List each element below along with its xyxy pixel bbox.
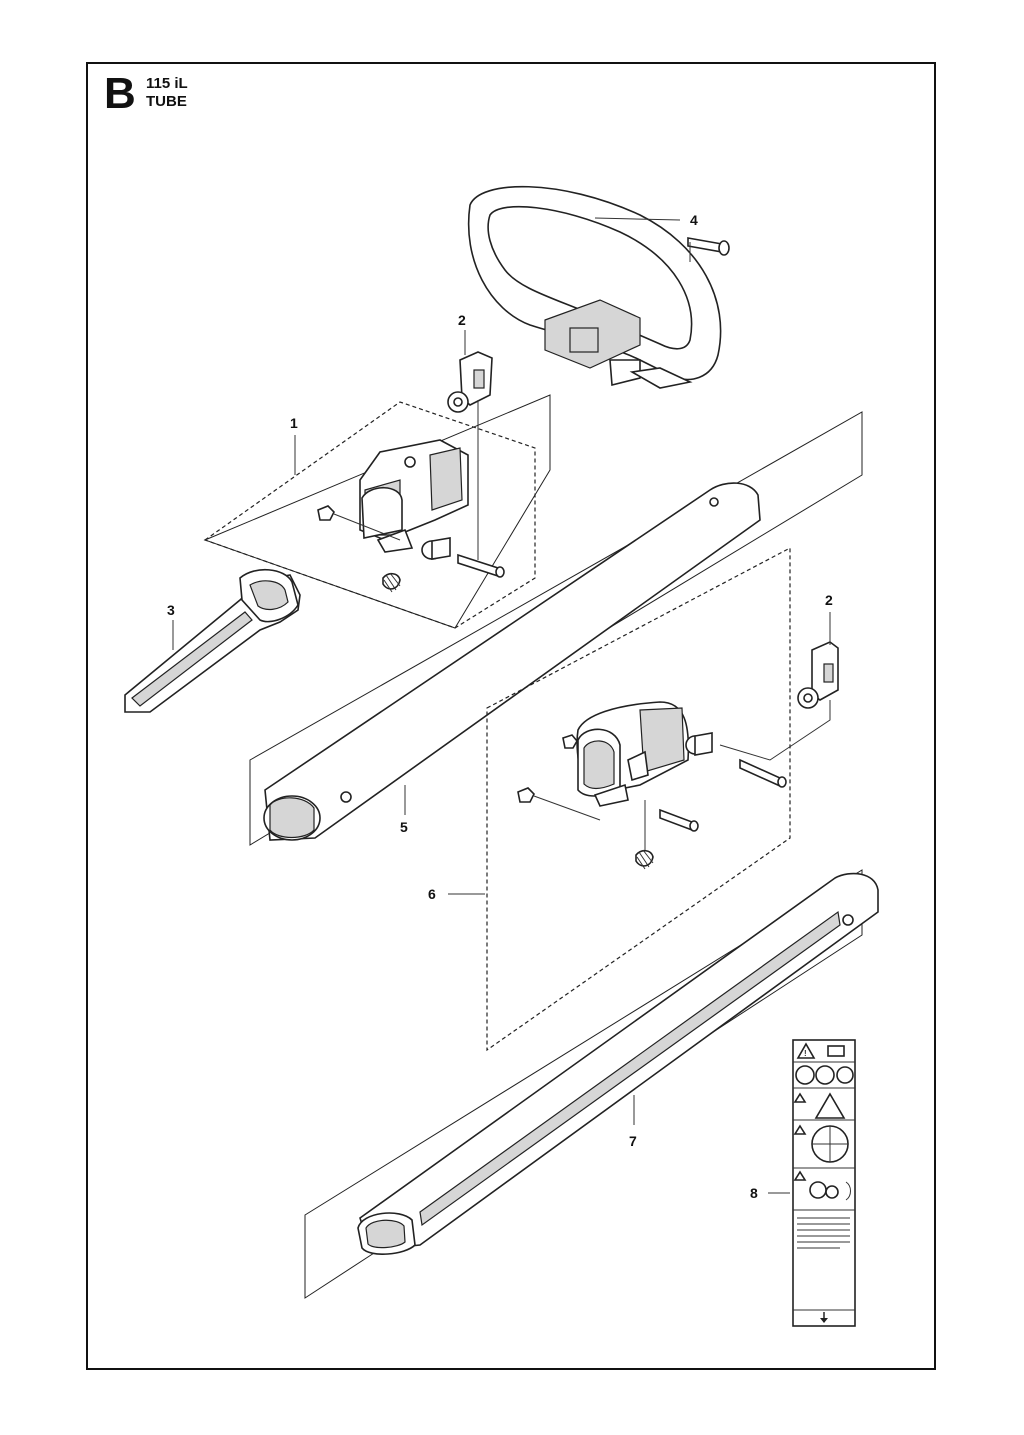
clip-part-upper xyxy=(447,351,493,413)
assembly-6-dashed-box xyxy=(486,547,791,1052)
spring-part-6 xyxy=(635,800,654,870)
clip-2b-to-sleeve-line xyxy=(719,700,831,761)
spring-part-1 xyxy=(382,572,401,593)
handle-bracket-part-6 xyxy=(576,701,690,807)
stop-key-icon xyxy=(809,1181,827,1199)
screw-part-6b xyxy=(659,808,699,832)
assembly-1-dashed-box xyxy=(203,401,536,629)
section-title: TUBE xyxy=(146,93,187,110)
screw-part-1 xyxy=(457,553,505,578)
clip-part-lower xyxy=(797,641,839,709)
sleeve-part-6 xyxy=(685,732,713,756)
warning-triangle-icon xyxy=(796,1042,816,1059)
callout-2b: 2 xyxy=(825,592,833,608)
callout-3: 3 xyxy=(167,602,175,618)
manual-book-icon xyxy=(827,1045,845,1057)
diagram-frame xyxy=(86,62,936,1370)
sleeve-part-1 xyxy=(421,537,451,560)
callout-5: 5 xyxy=(400,819,408,835)
helmet-icon xyxy=(795,1065,815,1085)
handle-bracket-part-1 xyxy=(359,439,469,553)
nut-part-1 xyxy=(317,505,401,541)
warning-label-part-8: ! xyxy=(792,1039,856,1327)
screw-part-6a xyxy=(739,758,787,788)
callout-2a: 2 xyxy=(458,312,466,328)
callout-7: 7 xyxy=(629,1133,637,1149)
grip-part-3 xyxy=(124,568,301,713)
callout-4: 4 xyxy=(690,212,698,228)
down-arrow-icon xyxy=(820,1312,828,1323)
nut-part-6a xyxy=(562,734,578,749)
nut-part-6b xyxy=(517,787,601,821)
tube-part-5 xyxy=(263,482,761,841)
callout-4-leader xyxy=(594,217,681,221)
tube-7-plane xyxy=(304,869,863,1299)
loop-handle-part xyxy=(467,185,722,389)
callout-8: 8 xyxy=(750,1185,758,1201)
tube-part-7 xyxy=(357,872,879,1255)
handle-screw xyxy=(687,237,730,262)
distance-warning-icon xyxy=(814,1092,846,1119)
svg-text:!: ! xyxy=(804,1049,807,1058)
callout-6: 6 xyxy=(428,886,436,902)
callout-1: 1 xyxy=(290,415,298,431)
ear-protection-icon xyxy=(815,1065,835,1085)
glove-icon xyxy=(836,1066,854,1084)
model-name: 115 iL xyxy=(146,75,188,92)
section-letter: B xyxy=(104,69,136,118)
